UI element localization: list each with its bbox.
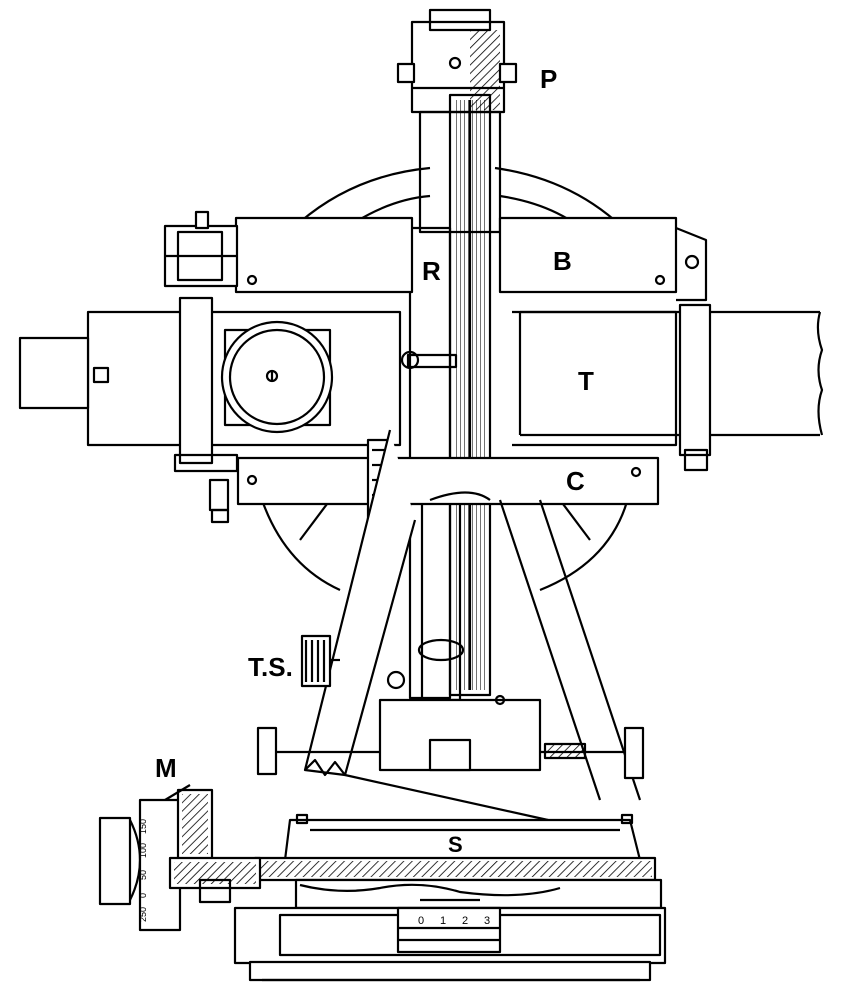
vernier-number: 3 — [484, 915, 490, 927]
pillar-p — [396, 8, 518, 114]
drum-tick: 0 — [138, 893, 148, 898]
label-s: S — [448, 832, 463, 857]
drum-tick: 50 — [138, 870, 148, 880]
vertical-column — [408, 93, 502, 702]
tangent-screw — [300, 634, 340, 688]
label-p: P — [540, 64, 557, 94]
drum-tick: 150 — [138, 819, 148, 834]
label-m: M — [155, 753, 177, 783]
label-b: B — [553, 246, 572, 276]
vernier-number: 0 — [418, 915, 424, 927]
label-r: R — [422, 256, 441, 286]
collar-c — [173, 438, 709, 524]
label-c: C — [566, 466, 585, 496]
label-t: T — [578, 366, 594, 396]
label-ts: T.S. — [248, 652, 293, 682]
vernier-number: 2 — [462, 915, 468, 927]
micrometer-drum-scale: 150 100 50 0 250 — [138, 819, 148, 922]
standards-frame — [303, 350, 642, 822]
drum-tick: 250 — [138, 907, 148, 922]
drum-tick: 100 — [138, 843, 148, 858]
micrometer-m — [98, 784, 262, 932]
upper-cylinder-b — [163, 210, 708, 302]
telescope-tube-t — [18, 296, 824, 465]
vernier-window — [396, 898, 502, 954]
vernier-scale: 0 1 2 3 — [418, 915, 490, 927]
vernier-number: 1 — [440, 915, 446, 927]
part-labels: P B R T C T.S. M S — [155, 64, 594, 857]
foot-screws — [256, 726, 645, 780]
